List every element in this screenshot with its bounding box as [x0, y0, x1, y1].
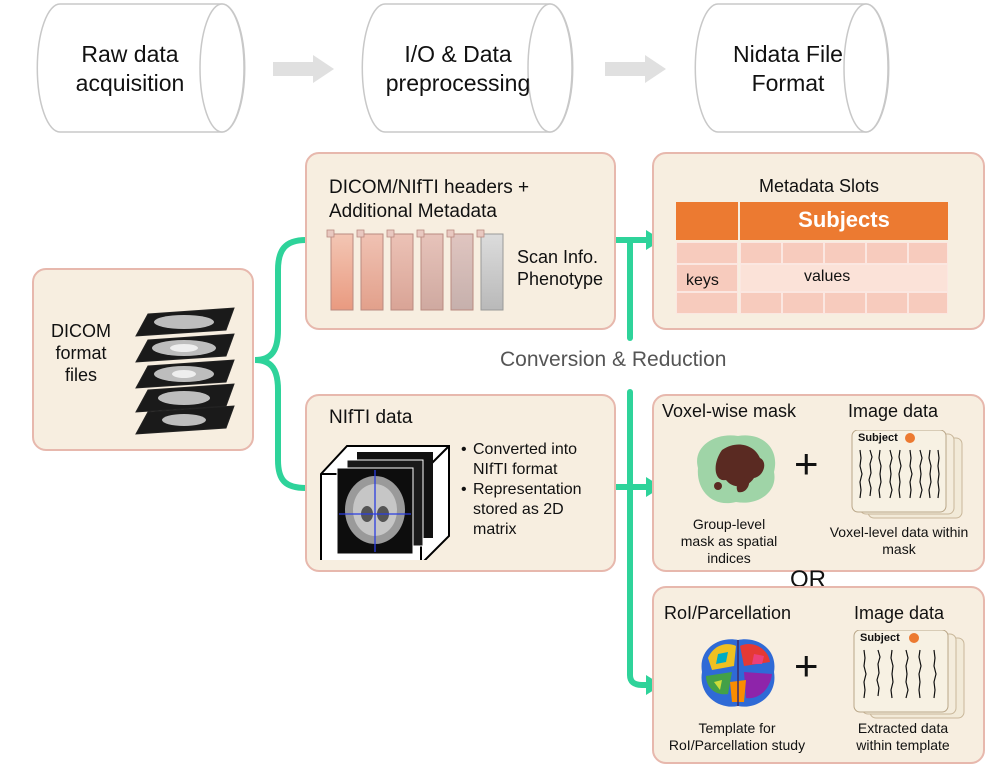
stage-label-line: I/O & Data	[404, 41, 512, 67]
image-data-stack-icon	[851, 430, 963, 519]
caption-line: mask as spatial	[680, 533, 778, 549]
headers-box: DICOM/NIfTI headers + Additional Metadat…	[305, 152, 616, 330]
stage-label-line: acquisition	[75, 70, 185, 96]
roi-title: RoI/Parcellation	[664, 603, 792, 623]
template-caption: Template for RoI/Parcellation study	[654, 720, 820, 754]
keys-label: keys	[686, 272, 719, 289]
side-line: Phenotype	[517, 269, 604, 289]
values-label: values	[804, 268, 851, 285]
bullet-line: NIfTI format	[473, 461, 558, 478]
extracted-data-caption: Extracted data within template	[830, 720, 976, 754]
stage-label-line: preprocessing	[385, 70, 531, 96]
caption-line: Extracted data	[857, 720, 949, 736]
nifti-box: NIfTI data Converted into NIfTI format R…	[305, 394, 616, 572]
roi-box: RoI/Parcellation Image data + Subject Te…	[652, 586, 985, 764]
table-cell	[676, 242, 738, 264]
cylinder-raw-data	[36, 3, 246, 133]
metadata-slots-title: Metadata Slots	[758, 176, 880, 196]
label-line: files	[64, 365, 97, 385]
table-cell	[824, 292, 866, 314]
mask-caption: Group-level mask as spatial indices	[654, 516, 804, 567]
bullet-line: Representation	[473, 481, 582, 498]
table-cell	[782, 242, 824, 264]
brace-connector	[254, 237, 309, 491]
caption-line: RoI/Parcellation study	[668, 737, 806, 753]
extracted-data-stack-icon	[853, 630, 965, 719]
headers-side-label: Scan Info. Phenotype	[517, 246, 603, 290]
bullet-line: matrix	[473, 521, 517, 538]
flow-connectors	[611, 237, 651, 688]
table-cell	[676, 264, 738, 292]
table-cell	[866, 292, 908, 314]
conversion-reduction-label: Conversion & Reduction	[500, 348, 727, 371]
table-cell	[866, 242, 908, 264]
arrow-right-icon	[273, 55, 334, 83]
title-line: Additional Metadata	[329, 201, 497, 222]
table-cell	[740, 292, 782, 314]
nifti-volume-icon	[320, 445, 450, 560]
nifti-bullet: Converted into NIfTI format	[461, 440, 582, 480]
stage-arrows	[273, 55, 666, 83]
caption-line: within template	[856, 737, 950, 753]
dicom-files-label: DICOM format files	[46, 320, 116, 386]
dicom-slice-stack-icon	[135, 307, 235, 435]
table-cell	[824, 242, 866, 264]
bullet-line: stored as 2D	[473, 501, 564, 518]
parcellation-brain-icon	[701, 639, 775, 707]
bullet-line: Converted into	[473, 441, 578, 458]
subjects-header: Subjects	[740, 202, 948, 240]
plus-sign: +	[794, 440, 819, 487]
arrow-right-icon	[605, 55, 666, 83]
voxel-data-caption: Voxel-level data within mask	[814, 524, 984, 558]
brain-mask-icon	[697, 435, 776, 504]
stage-label-line: Raw data	[81, 41, 179, 67]
table-cell	[740, 242, 782, 264]
subject-tag: Subject	[858, 432, 898, 444]
table-cell	[908, 292, 948, 314]
table-cell	[782, 292, 824, 314]
header-files-icon	[326, 229, 504, 311]
table-cell	[908, 242, 948, 264]
cylinder-nidata-format	[694, 3, 890, 133]
plus-sign: +	[794, 642, 819, 689]
table-cell	[740, 264, 948, 292]
voxel-mask-box: Voxel-wise mask Image data + Subject Gro…	[652, 394, 985, 572]
caption-line: Group-level	[692, 516, 766, 532]
caption-line: Template for	[698, 720, 776, 736]
caption-line: indices	[707, 550, 751, 566]
stage-label-line: Nidata File	[733, 41, 843, 67]
table-corner	[676, 202, 738, 240]
side-line: Scan Info.	[517, 247, 599, 267]
voxel-mask-title: Voxel-wise mask	[662, 401, 797, 421]
label-line: DICOM	[51, 321, 111, 341]
roi-image-title: Image data	[854, 603, 945, 623]
caption-line: Voxel-level data within	[829, 524, 969, 540]
dicom-files-box: DICOM format files	[32, 268, 254, 451]
stage-label-line: Format	[751, 70, 825, 96]
headers-title: DICOM/NIfTI headers + Additional Metadat…	[329, 176, 529, 224]
metadata-slots-box: Metadata Slots Subjects keys values	[652, 152, 985, 330]
table-cell	[676, 292, 738, 314]
nifti-title: NIfTI data	[329, 407, 413, 428]
label-line: format	[55, 343, 107, 363]
voxel-image-title: Image data	[848, 401, 939, 421]
stage-io-label: I/O & Data preprocessing	[378, 40, 538, 98]
cylinder-io-preprocessing	[361, 3, 574, 133]
caption-line: mask	[882, 541, 916, 557]
nifti-bullets: Converted into NIfTI format Representati…	[461, 440, 582, 540]
stage-raw-data-label: Raw data acquisition	[60, 40, 200, 98]
subject-tag: Subject	[860, 632, 900, 644]
title-line: DICOM/NIfTI headers +	[329, 177, 530, 198]
nifti-bullet: Representation stored as 2D matrix	[461, 480, 582, 540]
stage-nidata-label: Nidata File Format	[718, 40, 858, 98]
